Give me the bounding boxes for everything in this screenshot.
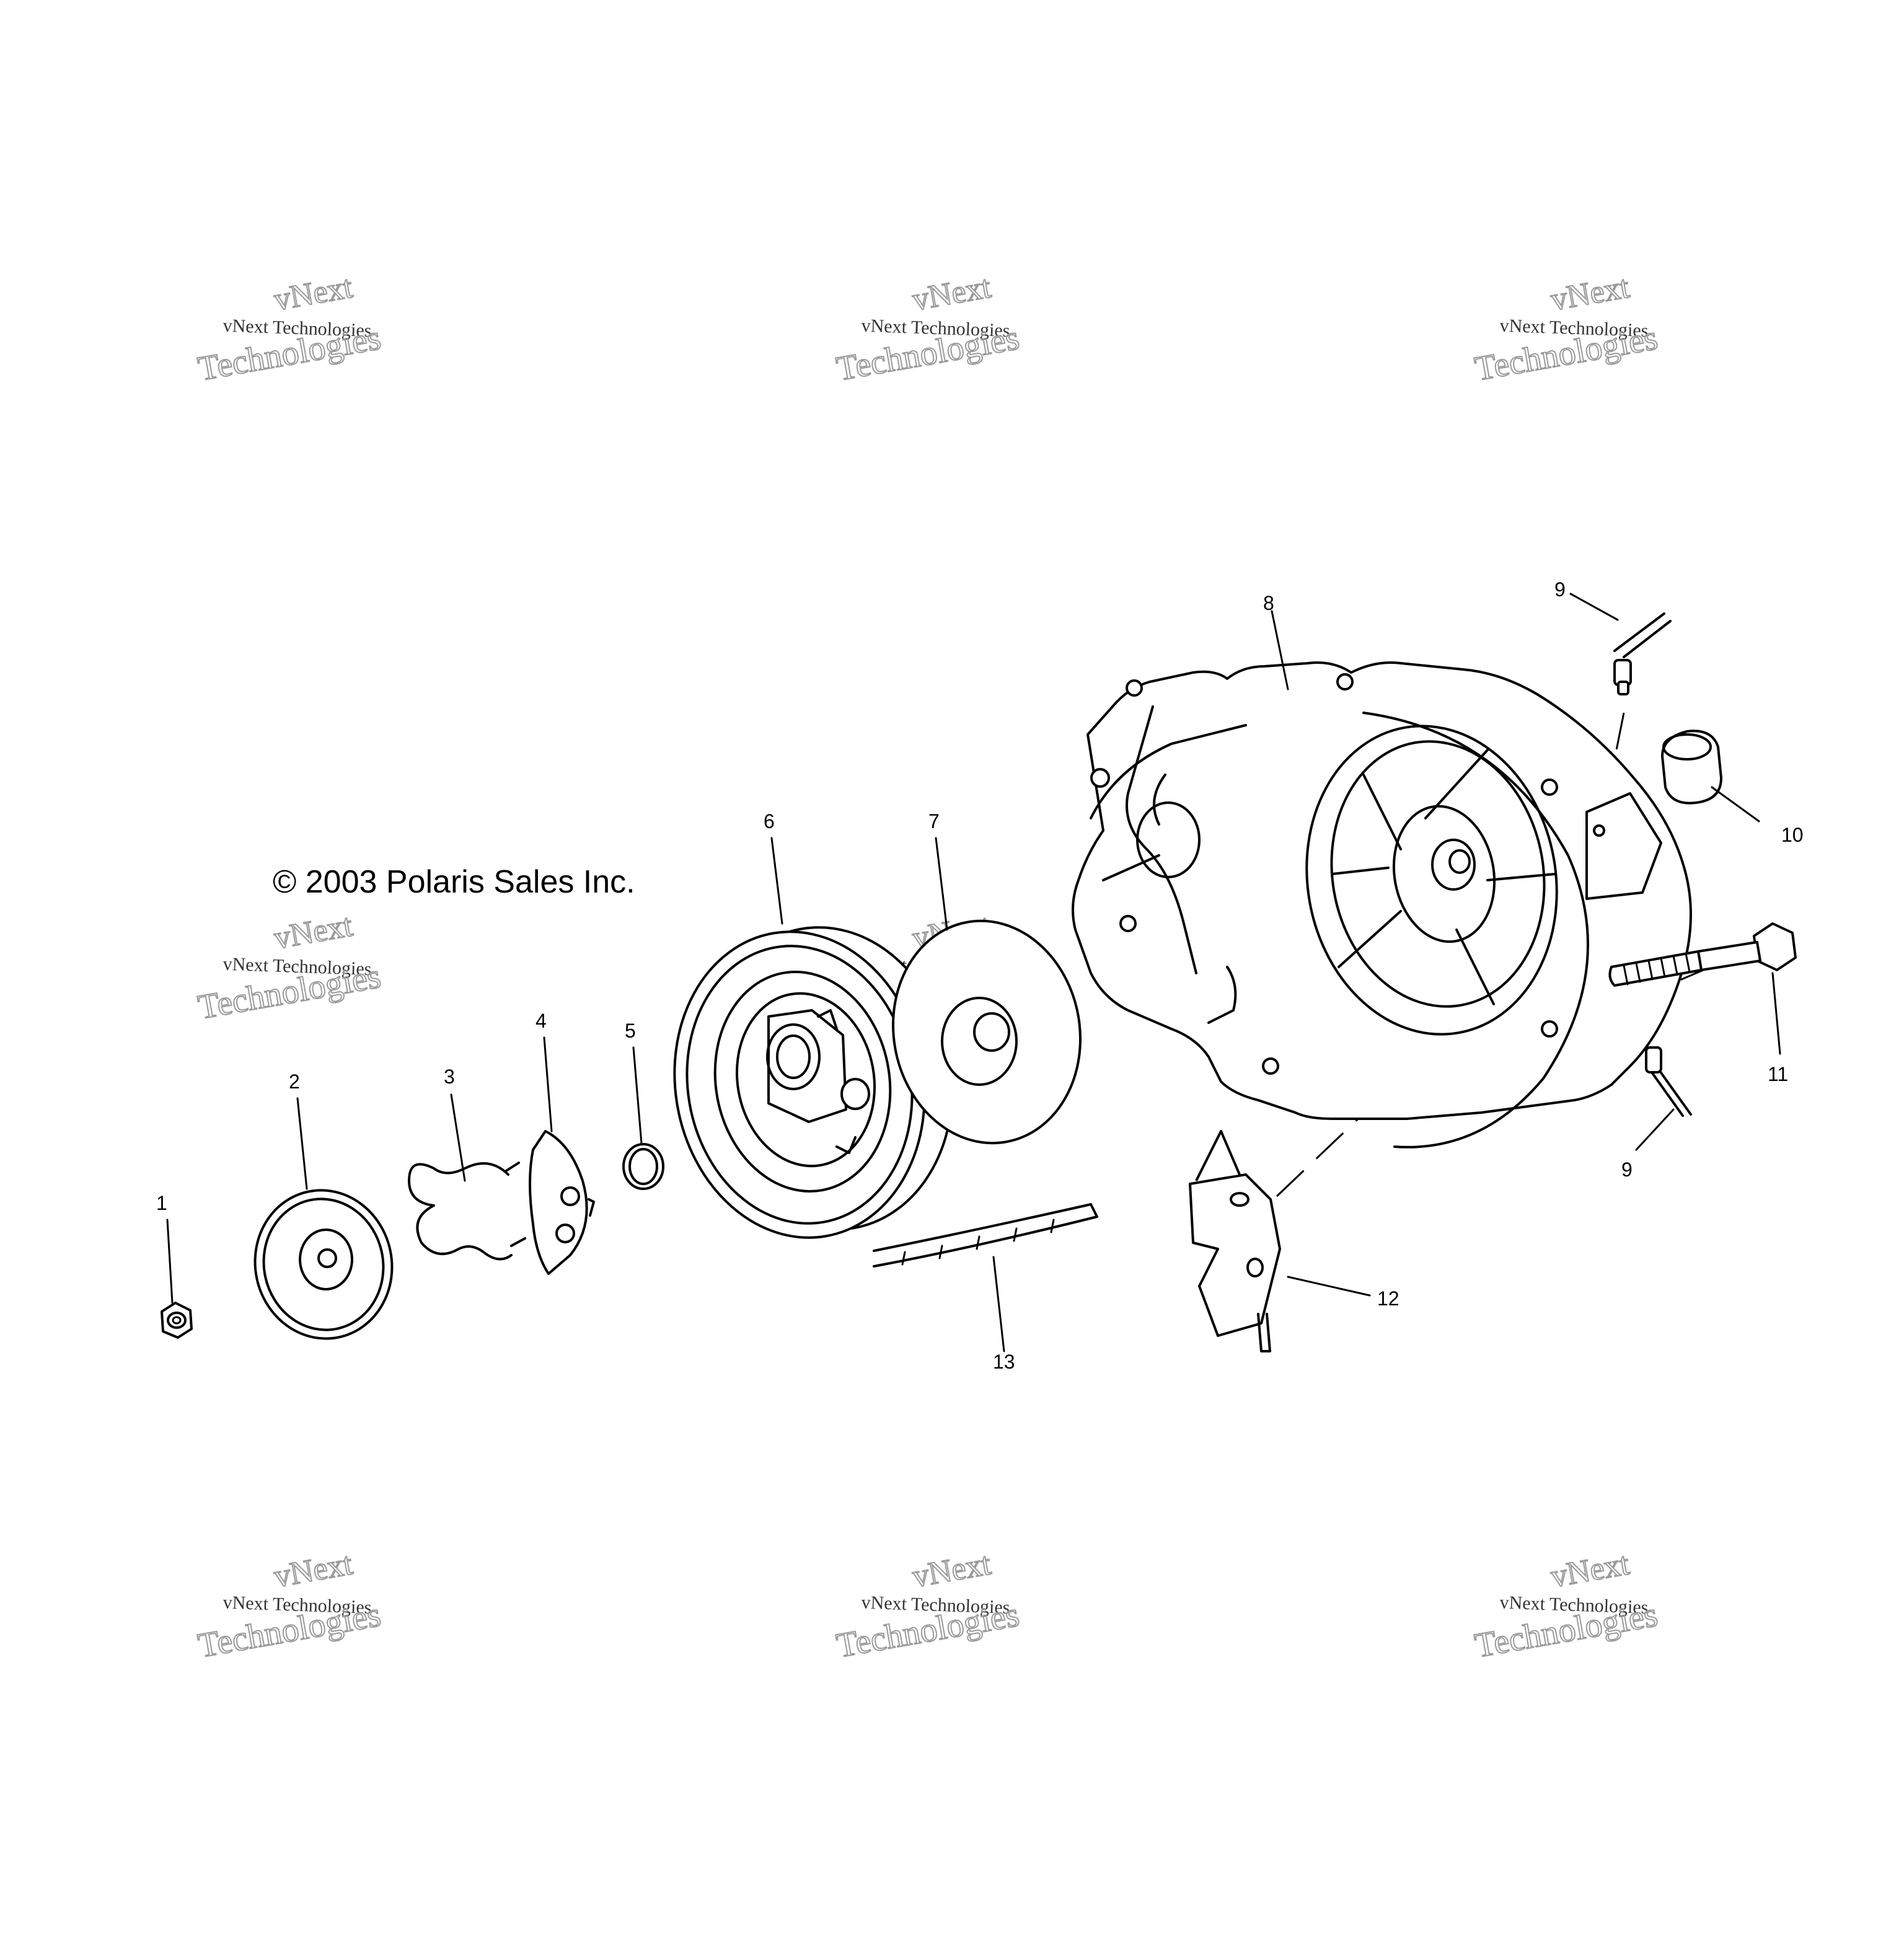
leader-lines bbox=[166, 593, 1781, 1352]
part-12-bracket bbox=[1189, 1130, 1281, 1352]
callout-1: 1 bbox=[156, 1192, 167, 1214]
watermark: vNext vNext Technologies Technologies bbox=[833, 1545, 1023, 1665]
copyright-text: © 2003 Polaris Sales Inc. bbox=[273, 864, 635, 900]
watermark: vNext vNext Technologies Technologies bbox=[833, 268, 1023, 389]
part-2-plate bbox=[253, 1189, 394, 1340]
watermark: vNext vNext Technologies Technologies bbox=[1471, 268, 1661, 389]
watermark-large-top: vNext bbox=[910, 1546, 994, 1594]
part-10-bushing bbox=[1661, 730, 1722, 805]
callout-12: 12 bbox=[1377, 1287, 1399, 1310]
callout-9-bottom: 9 bbox=[1621, 1158, 1633, 1181]
part-9-rivet-top bbox=[1613, 612, 1672, 695]
part-11-bolt bbox=[1608, 922, 1797, 987]
part-1-nut bbox=[161, 1302, 193, 1339]
part-4-pawl bbox=[529, 1130, 595, 1275]
part-9-rivet-bottom bbox=[1645, 1046, 1692, 1117]
callout-7: 7 bbox=[928, 810, 940, 832]
part-7-cassette bbox=[892, 919, 1082, 1145]
callout-13: 13 bbox=[993, 1351, 1015, 1373]
part-13-rope bbox=[873, 1203, 1098, 1268]
part-8-housing bbox=[1072, 661, 1692, 1149]
watermark: vNext vNext Technologies Technologies bbox=[1471, 1545, 1661, 1665]
callout-3: 3 bbox=[444, 1065, 455, 1088]
copyright-notice: © 2003 Polaris Sales Inc. bbox=[273, 864, 635, 900]
callout-8: 8 bbox=[1263, 592, 1274, 614]
part-3-spring-clip bbox=[408, 1162, 526, 1261]
callout-6: 6 bbox=[764, 810, 775, 832]
part-6-pulley bbox=[673, 926, 954, 1239]
callout-4: 4 bbox=[536, 1010, 547, 1032]
callout-10: 10 bbox=[1781, 824, 1804, 846]
watermark: vNext vNext Technologies Technologies bbox=[195, 907, 384, 1027]
callout-labels: 1 2 3 4 5 6 7 8 9 10 11 9 12 13 bbox=[156, 578, 1804, 1373]
callout-9-top: 9 bbox=[1554, 578, 1566, 601]
watermark-large-top: vNext bbox=[271, 907, 356, 956]
watermark-large-top: vNext bbox=[1548, 1546, 1633, 1594]
callout-2: 2 bbox=[289, 1070, 300, 1093]
watermark-large-top: vNext bbox=[271, 269, 356, 317]
watermark-large-top: vNext bbox=[910, 269, 994, 317]
watermark: vNext vNext Technologies Technologies bbox=[195, 268, 384, 389]
callout-5: 5 bbox=[625, 1020, 636, 1042]
callout-11: 11 bbox=[1768, 1063, 1788, 1085]
watermark-large-top: vNext bbox=[271, 1546, 356, 1594]
part-5-spring bbox=[622, 1143, 664, 1190]
watermark-large-top: vNext bbox=[1548, 269, 1633, 317]
watermark: vNext vNext Technologies Technologies bbox=[195, 1545, 384, 1665]
